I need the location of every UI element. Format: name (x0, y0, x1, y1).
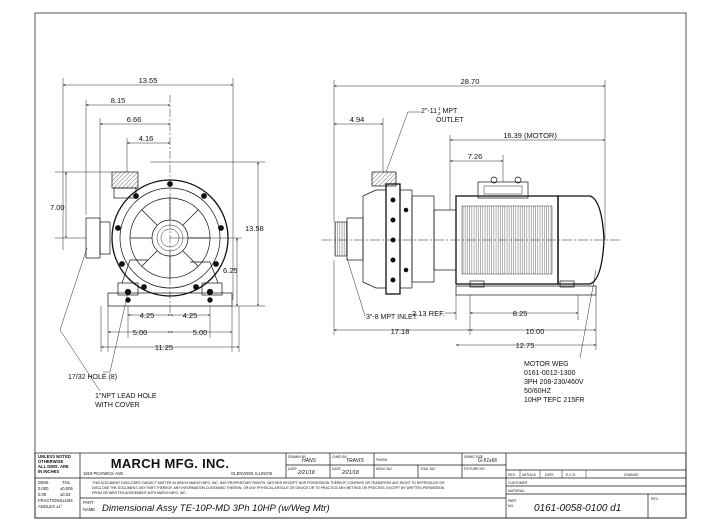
svg-text:FINISH: FINISH (376, 458, 388, 462)
inlet-thread (334, 221, 348, 257)
dim-4-25-left: 4.25 (140, 311, 155, 320)
dim-28-70: 28.70 (461, 77, 480, 86)
pump-front-view: 13.55 8.15 6.66 4.16 7.00 13.58 6.25 (50, 76, 265, 409)
svg-text:1819 PICKWICK AVE.: 1819 PICKWICK AVE. (83, 471, 124, 476)
svg-text:FIXTURE NO.: FIXTURE NO. (464, 467, 486, 471)
dim-6-25: 6.25 (223, 266, 238, 275)
svg-text:DRWG SIZE: DRWG SIZE (464, 455, 484, 459)
drawn-by: HANS (302, 458, 317, 464)
svg-text:CHANGE: CHANGE (624, 473, 639, 477)
dim-4-16: 4.16 (139, 134, 154, 143)
svg-text:IN INCHES: IN INCHES (38, 469, 59, 474)
svg-text:CUSTOMER: CUSTOMER (508, 481, 528, 485)
svg-text:10HP TEFC 215FR: 10HP TEFC 215FR (524, 397, 584, 404)
dim-2-13-ref: 2.13 REF. (412, 309, 445, 318)
svg-text:±0.005: ±0.005 (60, 486, 73, 491)
drawing-size: G-51x66 (478, 458, 497, 464)
dim-8-15: 8.15 (111, 96, 126, 105)
outlet-nozzle-side (371, 171, 397, 187)
svg-text:DISCLOSE THE DOCUMENT, ANY PAR: DISCLOSE THE DOCUMENT, ANY PART THEREOF,… (92, 486, 445, 490)
outlet-nozzle (111, 171, 139, 189)
drawing-border (34, 12, 687, 519)
dim-16-39-motor: 16.39 (MOTOR) (503, 131, 557, 140)
svg-text:THIS DOCUMENT DISCLOSES SUBJEC: THIS DOCUMENT DISCLOSES SUBJECT MATTER I… (92, 481, 445, 485)
svg-text:NO.: NO. (508, 504, 514, 508)
svg-text:TOL.: TOL. (62, 480, 71, 485)
drawn-date: 2/21/18 (297, 470, 315, 476)
dim-13-58: 13.58 (245, 224, 264, 233)
svg-text:GLENVIEW, ILLINOIS: GLENVIEW, ILLINOIS (231, 471, 273, 476)
dim-7-00: 7.00 (50, 203, 65, 212)
company-name: MARCH MFG. INC. (111, 456, 230, 471)
part-name: Dimensional Assy TE-10P-MD 3Ph 10HP (w/W… (102, 503, 330, 514)
inlet-note: 3"-8 MPT INLET (366, 314, 418, 321)
dim-6-66: 6.66 (127, 115, 142, 124)
svg-text:50/60HZ: 50/60HZ (524, 388, 552, 395)
svg-text:UNLESS NOTED: UNLESS NOTED (38, 454, 71, 459)
svg-text:E.C.O.: E.C.O. (566, 473, 576, 477)
motor-note: MOTOR WEG 0161-0012-1300 3PH 208-230/460… (524, 361, 584, 404)
dim-5-00-right: 5.00 (193, 328, 208, 337)
svg-text:REV.: REV. (508, 473, 516, 477)
svg-text:FRACTIONS±1/64: FRACTIONS±1/64 (38, 498, 73, 503)
svg-text:3PH 208-230/460V: 3PH 208-230/460V (524, 379, 584, 386)
dim-13-55: 13.55 (139, 76, 158, 85)
svg-text:DATE: DATE (545, 473, 555, 477)
motor-base (455, 285, 597, 296)
dim-10-00: 10.00 (526, 327, 545, 336)
pump-casing (362, 189, 387, 289)
svg-text:MATERIAL: MATERIAL (508, 489, 525, 493)
svg-text:DATE: DATE (288, 467, 298, 471)
hole-note: 17/32 HOLE (8) (68, 374, 117, 381)
svg-text:NAME: NAME (83, 507, 95, 512)
svg-text:PART: PART (508, 499, 517, 503)
title-block: UNLESS NOTED OTHERWISE ALL DIMS. ARE IN … (34, 452, 687, 519)
svg-text:DATE: DATE (332, 467, 342, 471)
checked-by: TRAVIS (346, 458, 364, 464)
checked-date: 2/21/18 (341, 470, 359, 476)
svg-text:0161-0012-1300: 0161-0012-1300 (524, 370, 575, 377)
lead-hole-note-line1: 1"NPT LEAD HOLE (95, 393, 157, 400)
dim-4-25-right: 4.25 (183, 311, 198, 320)
dim-17-18: 17.18 (391, 327, 410, 336)
svg-text:MOLD NO.: MOLD NO. (376, 467, 393, 471)
lead-hole-note-line2: WITH COVER (95, 402, 140, 409)
svg-text:0.00: 0.00 (38, 492, 47, 497)
svg-text:INITIALS: INITIALS (522, 473, 536, 477)
dim-5-00-left: 5.00 (133, 328, 148, 337)
svg-text:DIMS.: DIMS. (38, 480, 50, 485)
svg-text:OTHERWISE: OTHERWISE (38, 459, 63, 464)
svg-text:CHKD BY: CHKD BY (332, 455, 348, 459)
svg-text:MOTOR WEG: MOTOR WEG (524, 361, 569, 368)
svg-text:REV.: REV. (651, 497, 659, 501)
svg-text:ANGLES ±1°: ANGLES ±1° (38, 504, 63, 509)
part-number: 0161-0058-0100 d1 (534, 503, 621, 514)
svg-text:ALL DIMS. ARE: ALL DIMS. ARE (38, 464, 69, 469)
svg-text:TOOL NO.: TOOL NO. (420, 467, 436, 471)
dim-12-75: 12.75 (516, 341, 535, 350)
svg-text:±0.03: ±0.03 (60, 492, 71, 497)
outlet-label: OUTLET (436, 117, 464, 124)
svg-text:FROM OR WRITTEN AGREEMENT WITH: FROM OR WRITTEN AGREEMENT WITH MARCH MFG… (92, 491, 187, 495)
dim-8-25: 8.25 (513, 309, 528, 318)
svg-text:0.000: 0.000 (38, 486, 49, 491)
svg-text:DRAWN BY: DRAWN BY (288, 455, 307, 459)
dim-4-94: 4.94 (350, 115, 365, 124)
dim-7-26: 7.26 (468, 152, 483, 161)
svg-text:PART: PART (83, 500, 94, 505)
dim-11-25: 11.25 (155, 343, 173, 352)
